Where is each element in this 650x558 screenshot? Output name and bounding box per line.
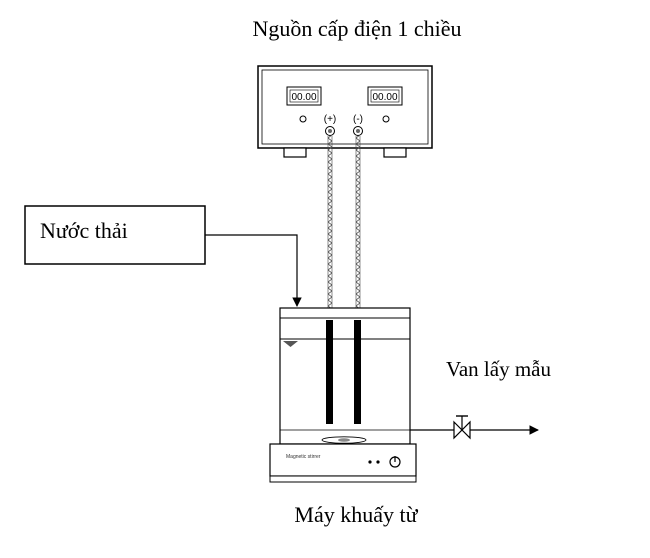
display-right: 00.00 (367, 86, 403, 106)
knob-right-icon (382, 115, 390, 123)
stirrer-led-2-icon (376, 460, 380, 464)
terminal-negative-label: (-) (353, 114, 363, 125)
sampling-valve-icon (453, 415, 471, 440)
dc-power-supply: 00.00 00.00 (+) (-) (257, 65, 433, 158)
terminal-positive-icon (325, 126, 335, 136)
electrode-cathode (354, 320, 361, 424)
water-level-marker-icon (283, 341, 298, 347)
terminal-negative-icon (353, 126, 363, 136)
magnetic-stirrer-label: Máy khuấy từ (294, 502, 418, 527)
power-supply-foot-right (383, 147, 407, 158)
terminal-positive-label: (+) (324, 114, 337, 125)
wastewater-label: Nước thải (40, 218, 128, 243)
stirrer-brand-text: Magnetic stirrer (286, 454, 321, 460)
wire-positive (327, 136, 333, 322)
knob-left-icon (299, 115, 307, 123)
power-supply-foot-left (283, 147, 307, 158)
display-left-value: 00.00 (291, 92, 316, 103)
stirrer-power-knob-icon (389, 456, 401, 468)
stirrer-led-1-icon (368, 460, 372, 464)
display-left: 00.00 (286, 86, 322, 106)
reactor-tank (279, 307, 411, 445)
display-right-value: 00.00 (372, 92, 397, 103)
stir-bar-icon (321, 436, 367, 444)
wastewater-box (24, 205, 206, 265)
electrode-anode (326, 320, 333, 424)
sampling-valve-label: Van lấy mẫu (446, 357, 551, 381)
wire-negative (355, 136, 361, 322)
magnetic-stirrer-base: Magnetic stirrer (269, 443, 417, 483)
power-supply-label: Nguồn cấp điện 1 chiều (253, 16, 462, 41)
wastewater-inlet-arrow (205, 234, 302, 307)
